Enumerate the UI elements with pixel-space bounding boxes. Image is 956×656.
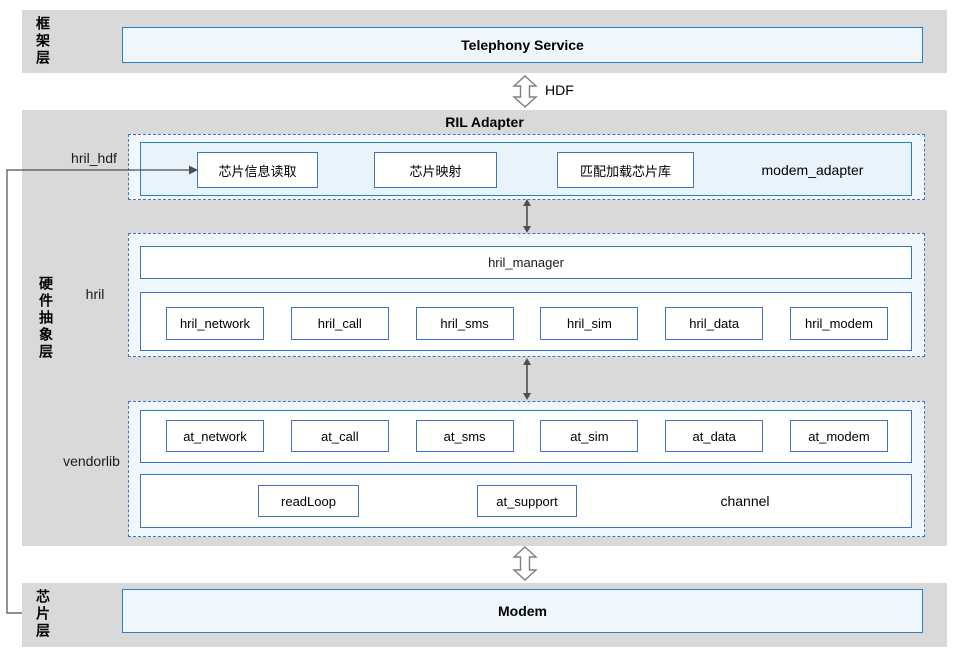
readloop-box: readLoop <box>258 485 359 517</box>
hril-label: hril <box>85 286 105 302</box>
modem-box: Modem <box>122 589 923 633</box>
at-modules-container <box>140 410 912 463</box>
at-modules-row: at_network at_call at_sms at_sim at_data… <box>166 420 888 452</box>
modem-adapter-text: modem_adapter <box>761 162 864 178</box>
chip-layer-label: 芯片层 <box>35 589 51 640</box>
vendorlib-label: vendorlib <box>63 453 120 469</box>
hril-sms-box: hril_sms <box>415 307 514 340</box>
hril-modules-row: hril_network hril_call hril_sms hril_sim… <box>166 307 888 340</box>
chip-lib-loading-box: 匹配加载芯片库 <box>557 152 694 188</box>
hdf-label: HDF <box>545 82 574 98</box>
hril-hdf-label: hril_hdf <box>71 150 117 166</box>
hal-layer-label: 硬件抽象层 <box>38 276 54 361</box>
at-network-box: at_network <box>166 420 264 452</box>
modem-double-arrow-icon <box>512 546 538 581</box>
telephony-service-box: Telephony Service <box>122 27 923 63</box>
at-data-box: at_data <box>665 420 764 452</box>
chip-mapping-box: 芯片映射 <box>374 152 497 188</box>
framework-layer-label: 框架层 <box>35 16 51 67</box>
at-sms-box: at_sms <box>415 420 514 452</box>
hril-call-box: hril_call <box>290 307 389 340</box>
at-modem-box: at_modem <box>789 420 888 452</box>
hril-modules-container <box>140 292 912 351</box>
channel-text: channel <box>720 493 770 509</box>
chip-info-read-box: 芯片信息读取 <box>197 152 318 188</box>
at-call-box: at_call <box>290 420 389 452</box>
hril-manager-box: hril_manager <box>140 246 912 279</box>
at-support-box: at_support <box>477 485 577 517</box>
at-sim-box: at_sim <box>540 420 639 452</box>
hril-data-box: hril_data <box>665 307 764 340</box>
hril-modem-box: hril_modem <box>789 307 888 340</box>
hril-network-box: hril_network <box>166 307 264 340</box>
hdf-double-arrow-icon <box>512 75 538 108</box>
hril-sim-box: hril_sim <box>540 307 639 340</box>
ril-adapter-title: RIL Adapter <box>445 114 524 130</box>
